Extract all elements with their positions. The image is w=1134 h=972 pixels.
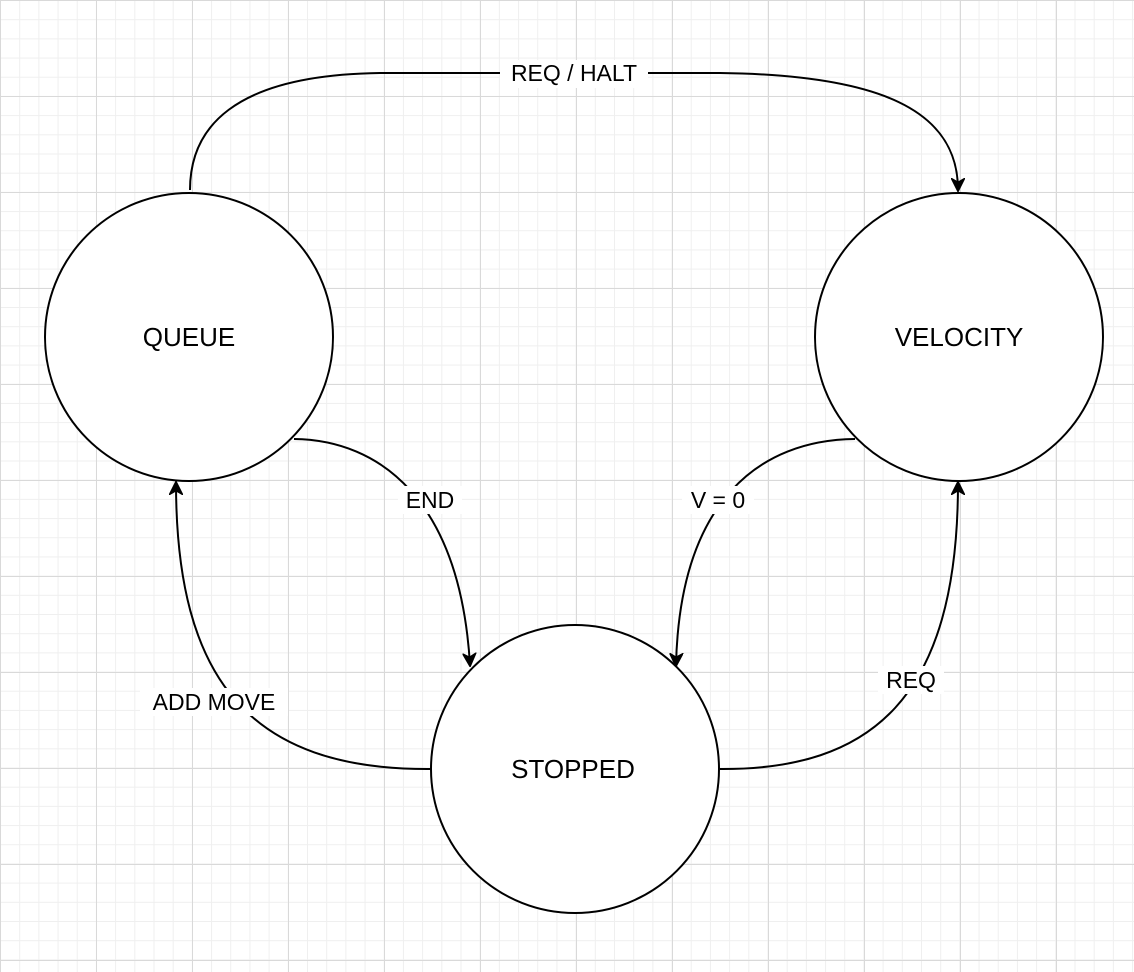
edge-label-queue-to-stopped: END xyxy=(406,487,455,513)
edge-stopped-to-velocity xyxy=(719,483,958,771)
label-bg-req-halt xyxy=(500,60,648,88)
edge-label-stopped-to-velocity: REQ xyxy=(886,667,936,693)
edge-stopped-to-queue xyxy=(176,483,431,771)
state-queue-label: QUEUE xyxy=(143,322,235,352)
label-bg-add-move xyxy=(140,688,288,716)
edge-velocity-to-stopped xyxy=(676,438,856,665)
edge-label-queue-to-velocity: REQ / HALT xyxy=(511,60,637,86)
edge-label-velocity-to-stopped: V = 0 xyxy=(691,487,745,513)
state-stopped-label: STOPPED xyxy=(511,754,635,784)
label-bg-v0 xyxy=(682,486,754,514)
edge-queue-to-stopped xyxy=(293,438,470,665)
state-queue[interactable] xyxy=(44,192,334,482)
state-velocity[interactable] xyxy=(814,192,1104,482)
label-bg-req xyxy=(878,666,944,694)
edge-label-stopped-to-queue: ADD MOVE xyxy=(153,689,276,715)
state-velocity-label: VELOCITY xyxy=(895,322,1024,352)
edge-queue-to-velocity xyxy=(189,72,958,190)
label-bg-end xyxy=(398,486,462,514)
state-stopped[interactable] xyxy=(430,624,720,914)
